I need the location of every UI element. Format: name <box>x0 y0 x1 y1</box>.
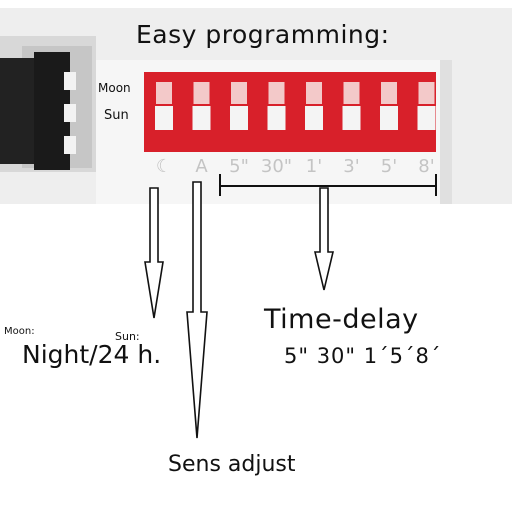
dip-toggle[interactable] <box>192 106 211 130</box>
dip-toggle[interactable] <box>342 106 361 130</box>
scale-label: 1' <box>306 156 322 177</box>
night-mode-sun-label: Sun: <box>115 330 140 343</box>
dip-toggle[interactable] <box>380 106 398 130</box>
scale-label: 30" <box>261 156 292 177</box>
connector-pin-1 <box>64 72 76 90</box>
night-mode-moon-label: Moon: <box>4 326 35 337</box>
housing-panel-edge <box>440 60 452 204</box>
dip-toggle[interactable] <box>417 106 436 130</box>
dip-slot-upper <box>306 82 322 104</box>
scale-label: 3' <box>343 156 359 177</box>
dip-slot-upper <box>418 82 435 104</box>
scale-label: A <box>195 156 208 177</box>
sun-row-label: Sun <box>104 108 129 123</box>
arrow-time-delay <box>313 187 335 291</box>
scale-label: ☾ <box>156 156 172 177</box>
dip-toggle[interactable] <box>305 106 323 130</box>
moon-row-label: Moon <box>98 81 131 95</box>
sens-adjust-label: Sens adjust <box>168 452 296 477</box>
arrow-night-mode <box>144 187 164 319</box>
connector-pin-2 <box>64 104 76 122</box>
night-mode-label: Night/24 h. <box>22 340 162 369</box>
dip-toggle[interactable] <box>267 106 286 130</box>
dip-slot-upper <box>231 82 247 104</box>
diagram-title: Easy programming: <box>136 20 390 49</box>
time-delay-label: Time-delay <box>264 304 419 335</box>
dip-toggle[interactable] <box>230 106 248 130</box>
scale-label: 5' <box>381 156 397 177</box>
dip-slot-upper <box>156 82 172 104</box>
scale-label: 8' <box>418 156 434 177</box>
dip-slot-upper <box>193 82 210 104</box>
dip-toggle[interactable] <box>155 106 173 130</box>
scale-label: 5" <box>229 156 249 177</box>
connector-pin-3 <box>64 136 76 154</box>
scale-labels: ☾ A 5" 30" 1' 3' 5' 8' <box>156 156 435 177</box>
dip-slot-upper <box>381 82 397 104</box>
dip-slot-upper <box>268 82 285 104</box>
dip-slot-upper <box>343 82 360 104</box>
time-delay-values: 5" 30" 1´5´8´ <box>284 344 442 368</box>
arrow-sens-adjust <box>186 181 208 439</box>
dip-switch-slots <box>155 82 436 130</box>
